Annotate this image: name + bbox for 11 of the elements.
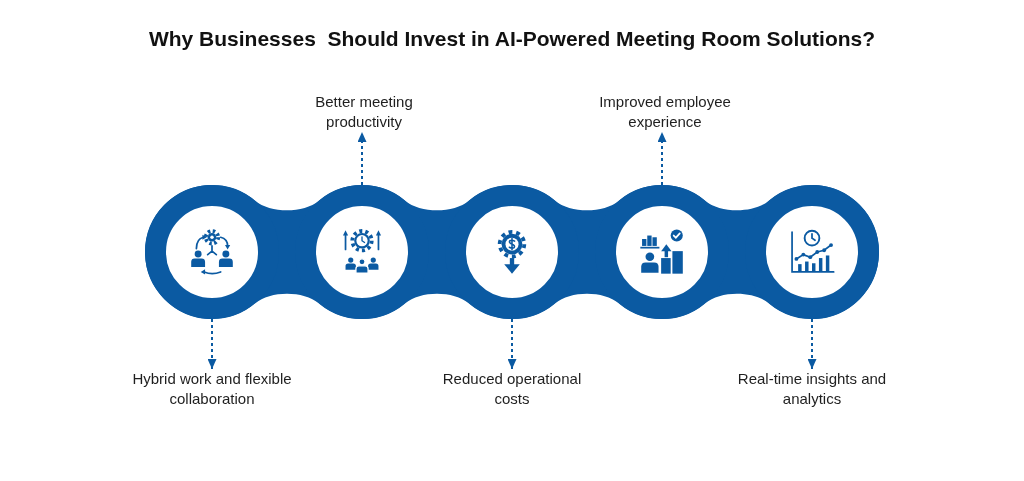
benefit-text: Reduced operational costs xyxy=(429,369,595,409)
benefit-text: Hybrid work and flexible collaboration xyxy=(117,369,307,409)
benefit-text: Real-time insights and analytics xyxy=(719,369,905,409)
dashed-arrow xyxy=(807,318,817,370)
dashed-arrow xyxy=(207,318,217,370)
dashed-arrow xyxy=(657,131,667,186)
benefit-text: Improved employee experience xyxy=(582,92,748,132)
benefit-text: Better meeting productivity xyxy=(294,92,434,132)
diagram-title: Why Businesses Should Invest in AI-Powered Meeting Room Solutions? xyxy=(148,26,876,52)
dashed-arrow xyxy=(357,131,367,186)
dashed-arrow xyxy=(507,318,517,370)
